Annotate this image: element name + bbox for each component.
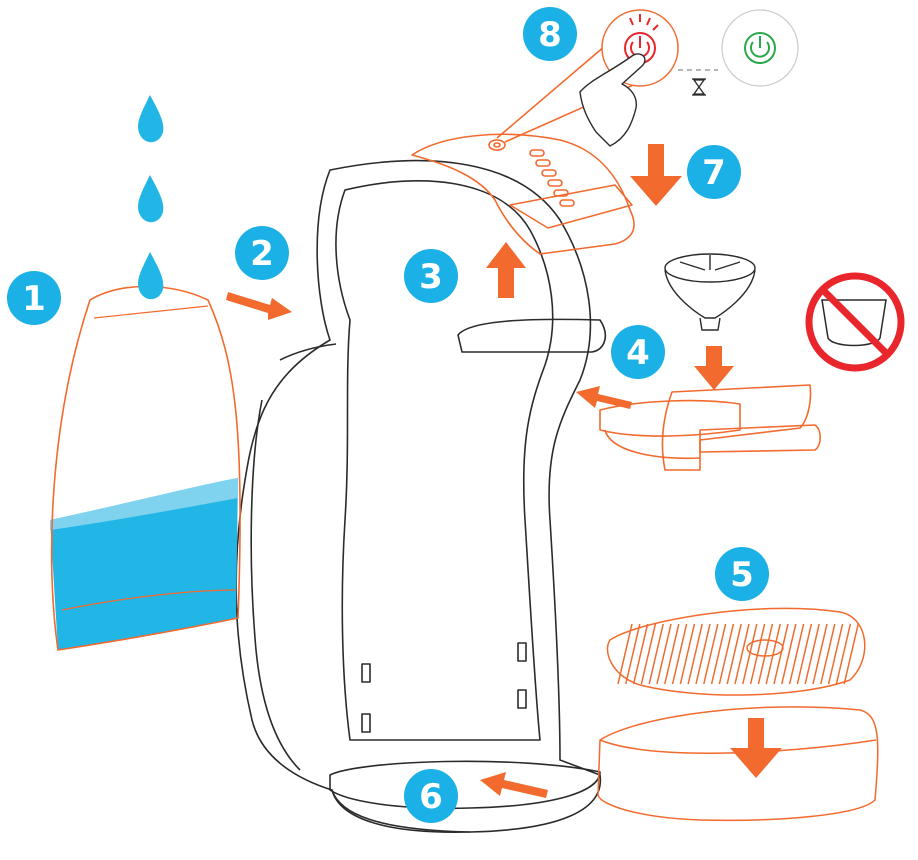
grid-slot [781,623,797,685]
capsule [664,253,756,331]
grid-slot [632,623,649,685]
step-badge-1: 1 [7,271,61,325]
step-badge-7: 7 [687,145,741,199]
grid-slot [749,623,766,685]
grid-slot [835,623,852,685]
grid-slot [804,623,820,685]
step-badge-4: 4 [611,325,665,379]
grid-slot [820,623,836,685]
badge-circle [611,325,665,379]
grid-slot [843,623,859,685]
arrow-capsule-down [694,346,734,390]
grid-slot [648,623,664,685]
grid-slot [757,623,774,685]
badge-label: 6 [419,777,443,817]
arrow-step-6 [480,772,548,798]
drip-basin [597,706,879,822]
grid-slot [617,623,633,685]
arrow-step-3 [486,242,526,298]
prohibited-icon [805,272,905,372]
step-badges: 1 2 3 4 5 6 7 8 [7,7,769,823]
badge-label: 5 [730,555,754,595]
hand-pointer-icon [579,53,646,147]
badge-circle [7,271,61,325]
machine-lid [411,39,641,255]
grid-slot [687,623,703,685]
badge-label: 4 [626,333,650,373]
step-badge-6: 6 [404,769,458,823]
badge-label: 3 [419,257,443,297]
step-badge-8: 8 [523,7,577,61]
grid-slot [718,623,735,685]
grid-slot [734,623,750,685]
badge-circle [404,769,458,823]
grid-slot [671,623,688,685]
step-badge-5: 5 [715,547,769,601]
grid-slot [664,623,680,685]
grid-slot [742,623,758,685]
badge-circle [404,249,458,303]
water-tank [50,285,241,651]
coffee-machine [235,159,607,833]
water-drop-icon [138,95,164,143]
grid-slot [703,623,719,685]
hourglass-icon [692,78,706,96]
drip-grid [606,607,866,696]
step-badge-3: 3 [404,249,458,303]
arrow-step-2 [226,292,292,320]
lid-button-row [529,149,575,207]
grid-slot [679,623,696,685]
badge-label: 2 [250,234,274,274]
badge-label: 8 [538,15,562,55]
grid-slot [640,623,657,685]
badge-circle [523,7,577,61]
badge-circle [687,145,741,199]
badge-circle [715,547,769,601]
water-drop-icon [138,175,164,223]
grid-slot [796,623,813,685]
grid-slot [656,623,672,685]
grid-slot [773,623,789,685]
step-badge-2: 2 [235,226,289,280]
power-on-icon [744,32,776,64]
grid-slot [812,623,828,685]
grid-slot [710,623,727,685]
capsule-holder [599,384,822,471]
step-arrows [226,144,782,798]
grid-slot [726,623,742,685]
water-drops [138,95,164,300]
arrow-tray-down [730,718,782,778]
arrow-step-7 [630,144,682,206]
badge-circle [235,226,289,280]
grid-slot [625,623,641,685]
grid-slot [827,623,844,685]
arrow-step-4 [576,386,632,409]
grid-slot [788,623,805,685]
water-drop-icon [138,252,164,300]
badge-label: 1 [22,279,46,319]
grid-slot [765,623,781,685]
badge-label: 7 [702,153,726,193]
power-callout [579,9,799,147]
grid-slot [695,623,711,685]
